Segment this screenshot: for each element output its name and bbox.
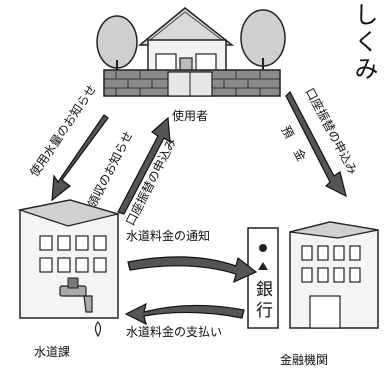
label-payment: 水道料金の支払い [126,325,223,339]
label-billing-notice: 水道料金の通知 [126,229,211,243]
arrow-payment [124,302,245,326]
bank-sign-label: 銀行 [252,280,272,322]
label-water-dept: 水道課 [34,345,71,359]
label-bank: 金融機関 [280,353,329,367]
bank-building [247,221,379,329]
page-title: しくみ [350,2,378,83]
label-user: 使用者 [172,109,209,123]
user-house-illustration [96,7,286,97]
arrow-transfer-application-right [285,90,347,198]
arrow-billing-notice [127,256,258,284]
water-dept-building [17,199,121,338]
arrows [51,90,347,326]
arrow-usage-notice [51,114,109,202]
arrow-transfer-application-left [117,116,171,215]
